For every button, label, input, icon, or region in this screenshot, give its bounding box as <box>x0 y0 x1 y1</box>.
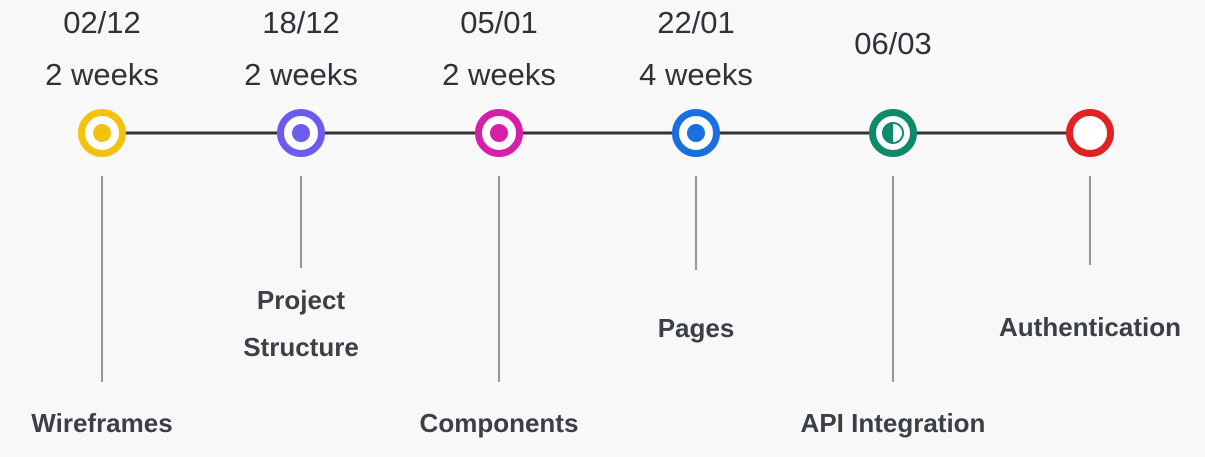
milestone-wireframes: 02/12 2 weeks Wireframes <box>31 5 172 438</box>
milestone-date: 06/03 <box>854 26 932 61</box>
milestone-api-integration: 06/03 API Integration <box>801 26 986 438</box>
milestone-marker-inner-outline <box>882 122 904 144</box>
milestone-marker-inner-dot <box>490 124 508 142</box>
milestone-date: 18/12 <box>262 5 340 40</box>
milestone-marker-outer-ring <box>1066 109 1114 157</box>
milestone-duration: 2 weeks <box>45 57 159 92</box>
milestone-project-structure: 18/12 2 weeks Project Structure <box>243 5 359 362</box>
milestone-marker-inner-dot <box>292 124 310 142</box>
milestone-label-line-1: Project <box>257 285 345 315</box>
milestone-date: 02/12 <box>63 5 141 40</box>
milestone-label: API Integration <box>801 408 986 438</box>
milestone-date: 05/01 <box>460 5 538 40</box>
milestone-marker-inner-dot <box>687 124 705 142</box>
milestone-pages: 22/01 4 weeks Pages <box>639 5 753 343</box>
milestone-duration: 2 weeks <box>244 57 358 92</box>
milestone-label: Components <box>420 408 579 438</box>
milestone-authentication: Authentication <box>999 109 1181 342</box>
milestone-label: Authentication <box>999 312 1181 342</box>
milestone-label: Wireframes <box>31 408 172 438</box>
milestone-date: 22/01 <box>657 5 735 40</box>
milestone-label-line-2: Structure <box>243 332 359 362</box>
milestone-components: 05/01 2 weeks Components <box>420 5 579 438</box>
milestone-duration: 2 weeks <box>442 57 556 92</box>
milestone-marker-half-fill <box>883 123 893 143</box>
milestone-duration: 4 weeks <box>639 57 753 92</box>
milestone-marker-inner-dot <box>93 124 111 142</box>
milestone-label: Pages <box>658 313 735 343</box>
